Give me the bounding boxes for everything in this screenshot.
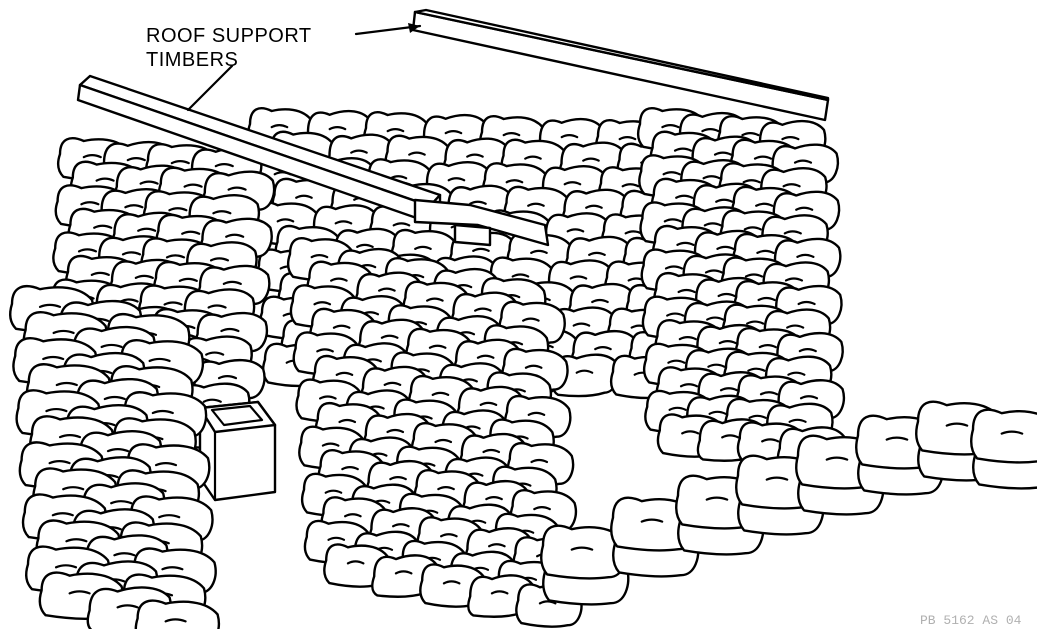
sandbag bbox=[136, 601, 219, 629]
front-left-sandbag-stack bbox=[10, 286, 219, 629]
right-wall-sandbags bbox=[638, 108, 845, 469]
ammunition-box bbox=[200, 402, 275, 500]
center-wall-sandbags bbox=[288, 238, 581, 626]
roof-support-timbers-callout: ROOF SUPPORT TIMBERS bbox=[146, 23, 420, 110]
figure-code: PB 5162 AS 04 bbox=[920, 613, 1022, 628]
callout-label-line2: TIMBERS bbox=[146, 49, 238, 71]
roof-timber-back bbox=[413, 10, 828, 120]
leader-line-front-timber bbox=[188, 66, 232, 110]
sandbag bbox=[971, 410, 1037, 463]
callout-label-line1: ROOF SUPPORT bbox=[146, 25, 312, 47]
